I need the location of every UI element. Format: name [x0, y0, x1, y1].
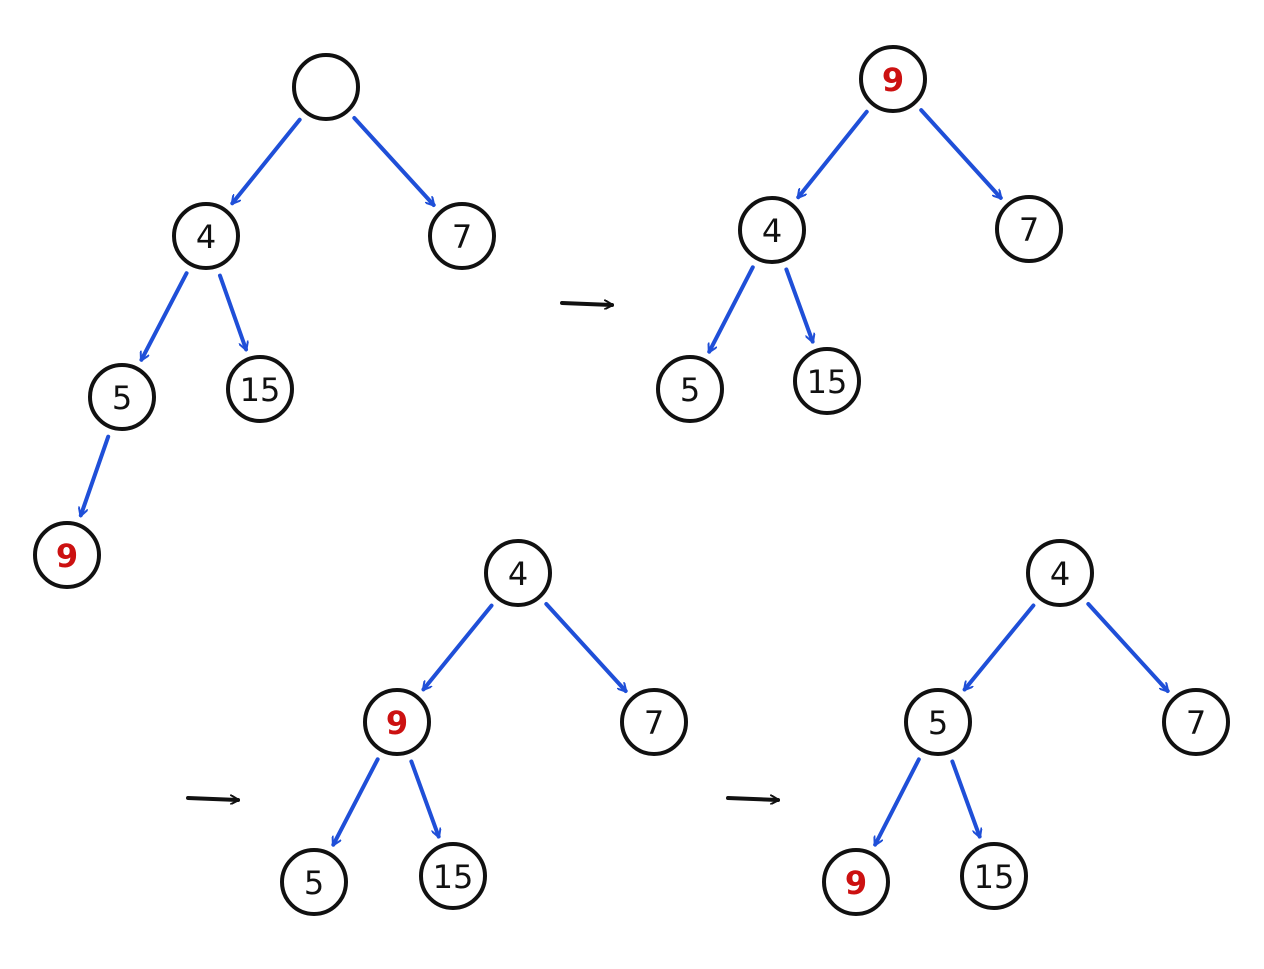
node-circle — [226, 355, 294, 423]
node-circle — [363, 688, 431, 756]
node-label: 15 — [974, 858, 1015, 896]
edge-arrow — [331, 757, 380, 844]
tree-step-3: 4 9 7 5 15 — [280, 539, 688, 916]
node-circle — [88, 363, 156, 431]
node-label: 15 — [433, 858, 474, 896]
edge-arrow — [421, 603, 494, 690]
node-circle — [419, 842, 487, 910]
node-circle — [995, 195, 1063, 263]
tree-node: 4 — [484, 539, 552, 607]
node-label-highlighted: 9 — [845, 864, 867, 902]
tree-node: 7 — [995, 195, 1063, 263]
node-circle — [904, 688, 972, 756]
node-label-highlighted: 9 — [56, 537, 78, 575]
node-circle — [859, 45, 927, 113]
step-arrow-2 — [186, 798, 238, 800]
tree-step-4: 4 5 7 9 15 — [822, 539, 1230, 916]
edge-arrow — [1086, 602, 1167, 691]
tree-node: 15 — [226, 355, 294, 423]
edge-arrow — [409, 759, 438, 836]
node-label-highlighted: 9 — [386, 704, 408, 742]
node-label: 5 — [304, 864, 324, 902]
node-circle — [738, 196, 806, 264]
tree-node: 5 — [88, 363, 156, 431]
node-label: 7 — [452, 218, 472, 256]
node-label: 7 — [1019, 211, 1039, 249]
tree-node: 9 — [859, 45, 927, 113]
tree-node: 7 — [428, 202, 496, 270]
edge-arrow — [873, 757, 921, 844]
tree-node: 5 — [656, 355, 724, 423]
node-circle — [822, 848, 890, 916]
edge-arrow — [796, 109, 869, 197]
tree-node: 7 — [620, 688, 688, 756]
tree-node: 15 — [419, 842, 487, 910]
tree-node: 9 — [822, 848, 890, 916]
node-circle — [620, 688, 688, 756]
node-circle — [793, 347, 861, 415]
node-label: 15 — [807, 363, 848, 401]
node-label: 7 — [644, 704, 664, 742]
tree-node: 15 — [960, 842, 1028, 910]
edge-arrow — [544, 602, 625, 691]
node-label: 7 — [1186, 704, 1206, 742]
node-label: 5 — [112, 379, 132, 417]
node-label: 4 — [196, 218, 216, 256]
edge-arrow — [950, 759, 979, 836]
edge-arrow — [230, 117, 302, 204]
node-label: 4 — [762, 212, 782, 250]
tree-node: 5 — [280, 848, 348, 916]
edge-arrow — [81, 434, 111, 516]
node-circle — [1162, 688, 1230, 756]
step-arrow-1 — [560, 303, 612, 305]
step-arrow-3 — [726, 798, 778, 800]
tree-step-2: 9 4 7 5 15 — [656, 45, 1063, 423]
tree-node: 5 — [904, 688, 972, 756]
edge-arrow — [217, 273, 246, 350]
node-label: 4 — [508, 555, 528, 593]
node-circle — [280, 848, 348, 916]
tree-node: 7 — [1162, 688, 1230, 756]
node-label: 5 — [928, 704, 948, 742]
tree-node: 4 — [1026, 539, 1094, 607]
node-label-highlighted: 9 — [882, 61, 904, 99]
node-circle — [960, 842, 1028, 910]
node-circle — [484, 539, 552, 607]
tree-node: 9 — [363, 688, 431, 756]
edge-arrow — [139, 271, 189, 360]
node-circle — [172, 202, 240, 270]
node-label: 5 — [680, 371, 700, 409]
node-label: 15 — [240, 371, 281, 409]
node-circle — [1026, 539, 1094, 607]
tree-node: 9 — [33, 521, 101, 589]
edge-arrow — [352, 116, 433, 205]
tree-node — [292, 53, 360, 121]
node-circle — [292, 53, 360, 121]
node-label: 4 — [1050, 555, 1070, 593]
tree-step-1: 4 7 5 15 9 — [33, 53, 496, 589]
node-circle — [33, 521, 101, 589]
edge-arrow — [707, 265, 755, 351]
edge-arrow — [962, 603, 1036, 689]
edge-arrow — [784, 267, 812, 341]
tree-node: 4 — [172, 202, 240, 270]
node-circle — [428, 202, 496, 270]
node-circle — [656, 355, 724, 423]
edge-arrow — [919, 108, 1001, 198]
tree-node: 15 — [793, 347, 861, 415]
tree-node: 4 — [738, 196, 806, 264]
